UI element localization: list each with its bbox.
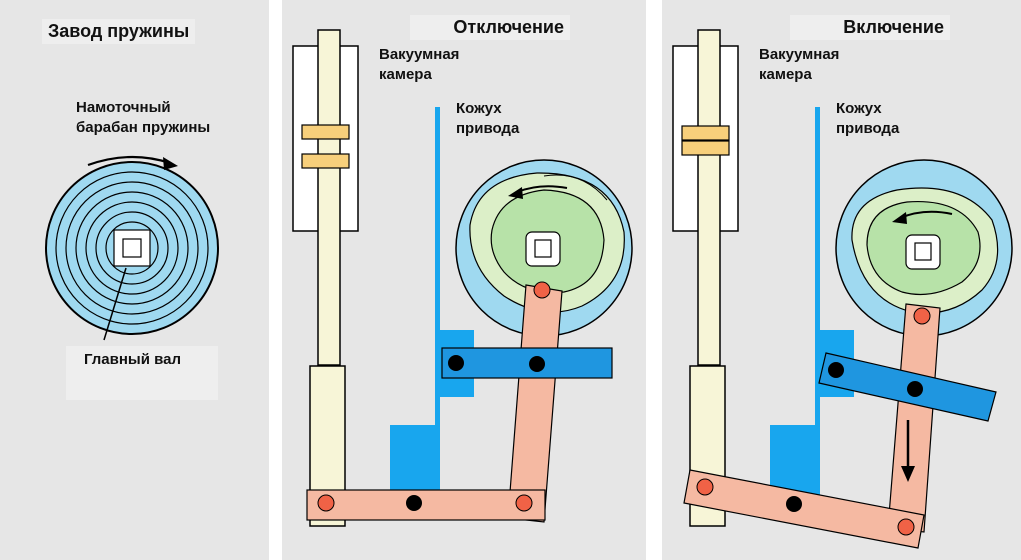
spring-drum-drawing: [45, 155, 219, 341]
shaft-pointer-line: [103, 267, 127, 341]
cam-shaft: [534, 239, 552, 258]
drive-housing-label: Кожух привода: [836, 100, 900, 137]
moving-contact: [301, 124, 350, 140]
cam-contour-line: [543, 174, 608, 201]
main-shaft-label: Главный вал: [66, 346, 218, 400]
link-pin: [515, 494, 533, 512]
cam-follower-pin: [533, 281, 551, 299]
spring-coil: [95, 211, 169, 285]
spring-charging-panel: Завод пружины Намоточный барабан пружины…: [0, 0, 269, 560]
contact-rod: [697, 29, 721, 366]
lever-pin: [907, 381, 923, 397]
trip-lever: [441, 347, 613, 379]
rotation-arrow-head: [163, 157, 178, 170]
link-pin: [696, 478, 714, 496]
link-pivot: [406, 495, 422, 511]
closing-title: Включение: [790, 15, 950, 40]
spring-coil: [85, 201, 179, 295]
connecting-rod: [887, 303, 941, 533]
bottom-link: [306, 489, 546, 521]
cam-shaft: [914, 242, 932, 261]
link-pin: [317, 494, 335, 512]
cam-rotation-arrow-head: [892, 212, 907, 224]
opening-mechanism: [292, 29, 633, 527]
fixed-contact: [301, 153, 350, 169]
contact-rod: [317, 29, 341, 366]
drive-housing-label: Кожух привода: [456, 100, 520, 137]
motion-arrow-head: [901, 466, 915, 482]
main-shaft: [122, 238, 142, 258]
vacuum-chamber-label: Вакуумная камера: [379, 46, 460, 83]
spring-coil: [105, 221, 159, 275]
moving-contact: [681, 125, 730, 141]
spring-charging-title: Завод пружины: [42, 19, 196, 44]
lever-pivot: [448, 355, 464, 371]
cam-follower-pin: [913, 307, 931, 325]
fixed-contact: [681, 140, 730, 156]
spring-coil: [55, 171, 209, 325]
link-pin: [897, 518, 915, 536]
bottom-link: [683, 469, 925, 549]
lever-pin: [529, 356, 545, 372]
link-pivot: [786, 496, 802, 512]
closing-mechanism: [672, 29, 1013, 549]
opening-title: Отключение: [410, 15, 570, 40]
winding-drum-label: Намоточный барабан пружины: [76, 99, 211, 136]
spring-coil: [75, 191, 189, 305]
closing-panel: Включение Вакуумная камера Кожух привода: [662, 0, 1021, 560]
cam-rotation-arrow-head: [508, 187, 523, 199]
opening-panel: Отключение Вакуумная камера Кожух привод…: [282, 0, 646, 560]
drive-housing: [390, 107, 474, 518]
drive-housing: [770, 107, 854, 518]
spring-coil: [65, 181, 199, 315]
lever-pivot: [828, 362, 844, 378]
rotation-arrow: [87, 155, 171, 167]
vacuum-chamber-label: Вакуумная камера: [759, 46, 840, 83]
